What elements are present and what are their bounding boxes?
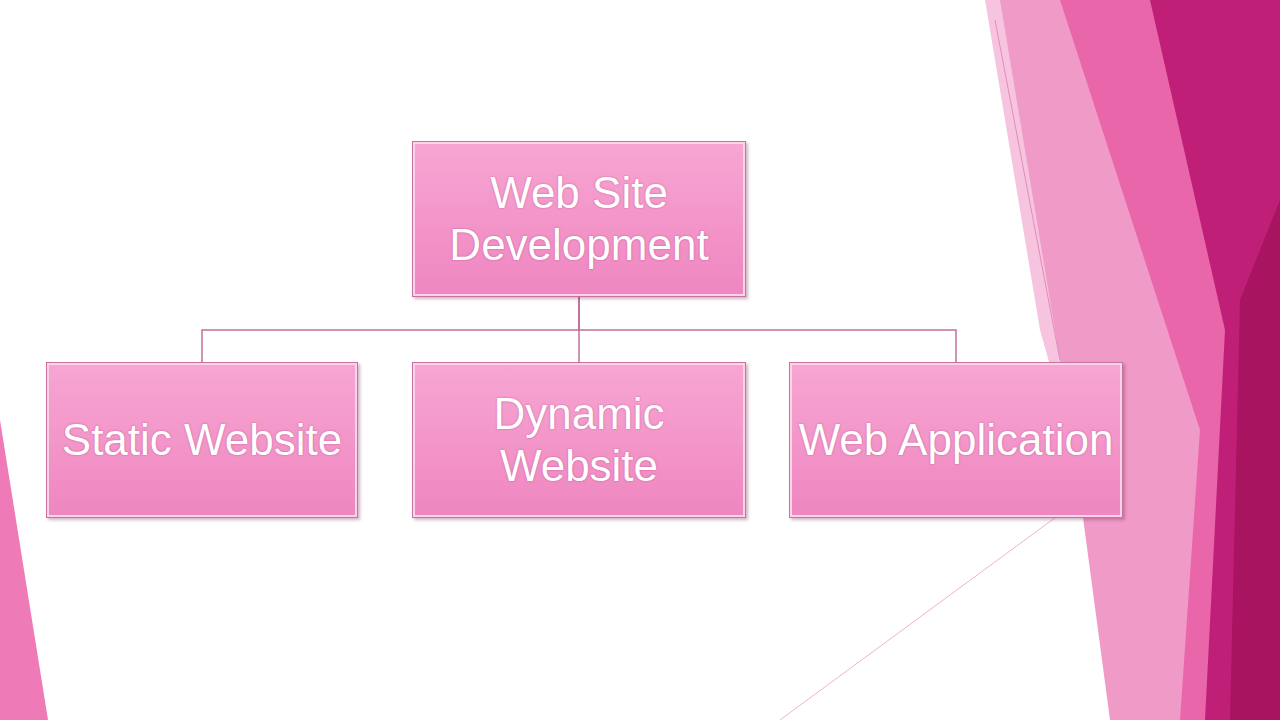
right-shard-dark [1150,0,1280,720]
right-shard-pale [985,0,1280,720]
box-label: Static Website [62,414,342,466]
process-box: Dynamic Website [412,362,746,518]
process-box: Static Website [46,362,358,518]
thin-line [995,20,1060,360]
right-shard-light [1000,0,1280,720]
box-label: Web Application [799,414,1114,466]
process-box: Web Application [789,362,1123,518]
box-label: Dynamic Website [413,388,745,492]
tree-connector [202,297,579,362]
right-shard-deep [1230,200,1280,720]
right-shard-mid [1060,0,1280,720]
left-shard [0,420,48,720]
tree-connector [579,297,956,362]
box-label: Web Site Development [413,167,745,271]
process-box: Web Site Development [412,141,746,297]
